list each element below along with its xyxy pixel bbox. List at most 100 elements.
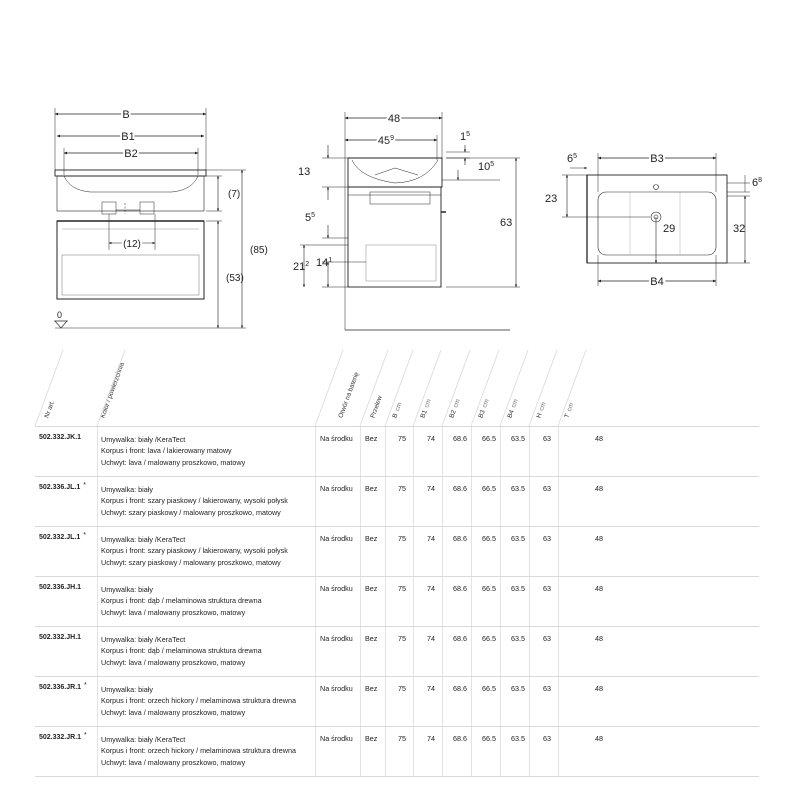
value-T: 48 [595,534,603,543]
overflow: Bez [365,434,378,443]
side-dim-45-9: 459 [378,135,394,147]
value-B1: 74 [427,534,435,543]
faucet-hole: Na środku [320,734,353,743]
value-H: 63 [543,734,551,743]
front-dim-53: (53) [226,273,244,284]
value-B1: 74 [427,734,435,743]
value-H: 63 [543,534,551,543]
top-dim-23: 23 [545,193,557,205]
value-T: 48 [595,434,603,443]
overflow: Bez [365,634,378,643]
side-dim-5-5: 55 [305,212,315,224]
value-B: 75 [398,434,406,443]
value-B2: 68.6 [453,484,467,493]
value-H: 63 [543,584,551,593]
front-dim-12: (12) [123,239,141,250]
article-number: 502.336.JR.1* [39,682,87,691]
faucet-hole: Na środku [320,584,353,593]
overflow: Bez [365,684,378,693]
top-dim-B4: B4 [650,276,663,288]
faucet-hole: Na środku [320,634,353,643]
value-B4: 63.5 [511,434,525,443]
value-B2: 68.6 [453,634,467,643]
article-number: 502.332.JH.1 [39,634,82,641]
side-dim-1-5: 15 [460,131,470,143]
table-header: Nr art. Kolor / powierzchnia Otwór na ba… [0,350,800,426]
value-B: 75 [398,734,406,743]
article-number: 502.332.JR.1* [39,732,87,741]
value-B4: 63.5 [511,484,525,493]
value-T: 48 [595,734,603,743]
top-dim-29: 29 [663,223,675,235]
value-B2: 68.6 [453,684,467,693]
top-dim-6-5: 65 [567,153,577,165]
faucet-hole: Na środku [320,684,353,693]
front-dim-7: (7) [228,189,240,200]
side-dim-21-2: 212 [293,261,309,273]
faucet-hole: Na środku [320,534,353,543]
faucet-hole: Na środku [320,434,353,443]
value-H: 63 [543,434,551,443]
front-dim-B: B [122,109,129,121]
top-view [562,153,750,286]
side-dim-14-1: 141 [316,257,332,269]
value-B4: 63.5 [511,584,525,593]
value-T: 48 [595,584,603,593]
value-T: 48 [595,484,603,493]
faucet-hole: Na środku [320,484,353,493]
side-dim-10-5: 105 [478,161,494,173]
article-number: 502.336.JH.1 [39,584,82,591]
front-dim-B1: B1 [121,131,134,143]
value-B4: 63.5 [511,634,525,643]
value-B3: 66.5 [482,434,496,443]
value-B1: 74 [427,584,435,593]
side-dim-48: 48 [388,113,400,125]
value-B2: 68.6 [453,434,467,443]
value-B1: 74 [427,434,435,443]
overflow: Bez [365,734,378,743]
value-B3: 66.5 [482,734,496,743]
value-B3: 66.5 [482,684,496,693]
value-B: 75 [398,484,406,493]
top-dim-6-8: 68 [752,177,762,189]
value-B1: 74 [427,484,435,493]
front-dim-B2: B2 [124,148,137,160]
top-dim-32: 32 [733,223,745,235]
value-H: 63 [543,634,551,643]
value-B1: 74 [427,634,435,643]
side-dim-63: 63 [500,217,512,229]
value-B: 75 [398,534,406,543]
overflow: Bez [365,584,378,593]
value-T: 48 [595,634,603,643]
value-B2: 68.6 [453,734,467,743]
article-number: 502.332.JK.1 [39,434,82,441]
value-B4: 63.5 [511,734,525,743]
overflow: Bez [365,484,378,493]
overflow: Bez [365,534,378,543]
technical-drawings: B B1 B2 (7) (85) (53) (12) 0 [54,107,762,331]
side-dim-13: 13 [298,166,310,178]
value-B4: 63.5 [511,684,525,693]
value-B4: 63.5 [511,534,525,543]
value-B: 75 [398,684,406,693]
value-B1: 74 [427,684,435,693]
value-H: 63 [543,684,551,693]
value-B3: 66.5 [482,534,496,543]
top-dim-B3: B3 [650,153,663,165]
value-B3: 66.5 [482,634,496,643]
header-dividers [34,350,587,426]
value-B3: 66.5 [482,584,496,593]
floor-zero: 0 [57,310,62,320]
